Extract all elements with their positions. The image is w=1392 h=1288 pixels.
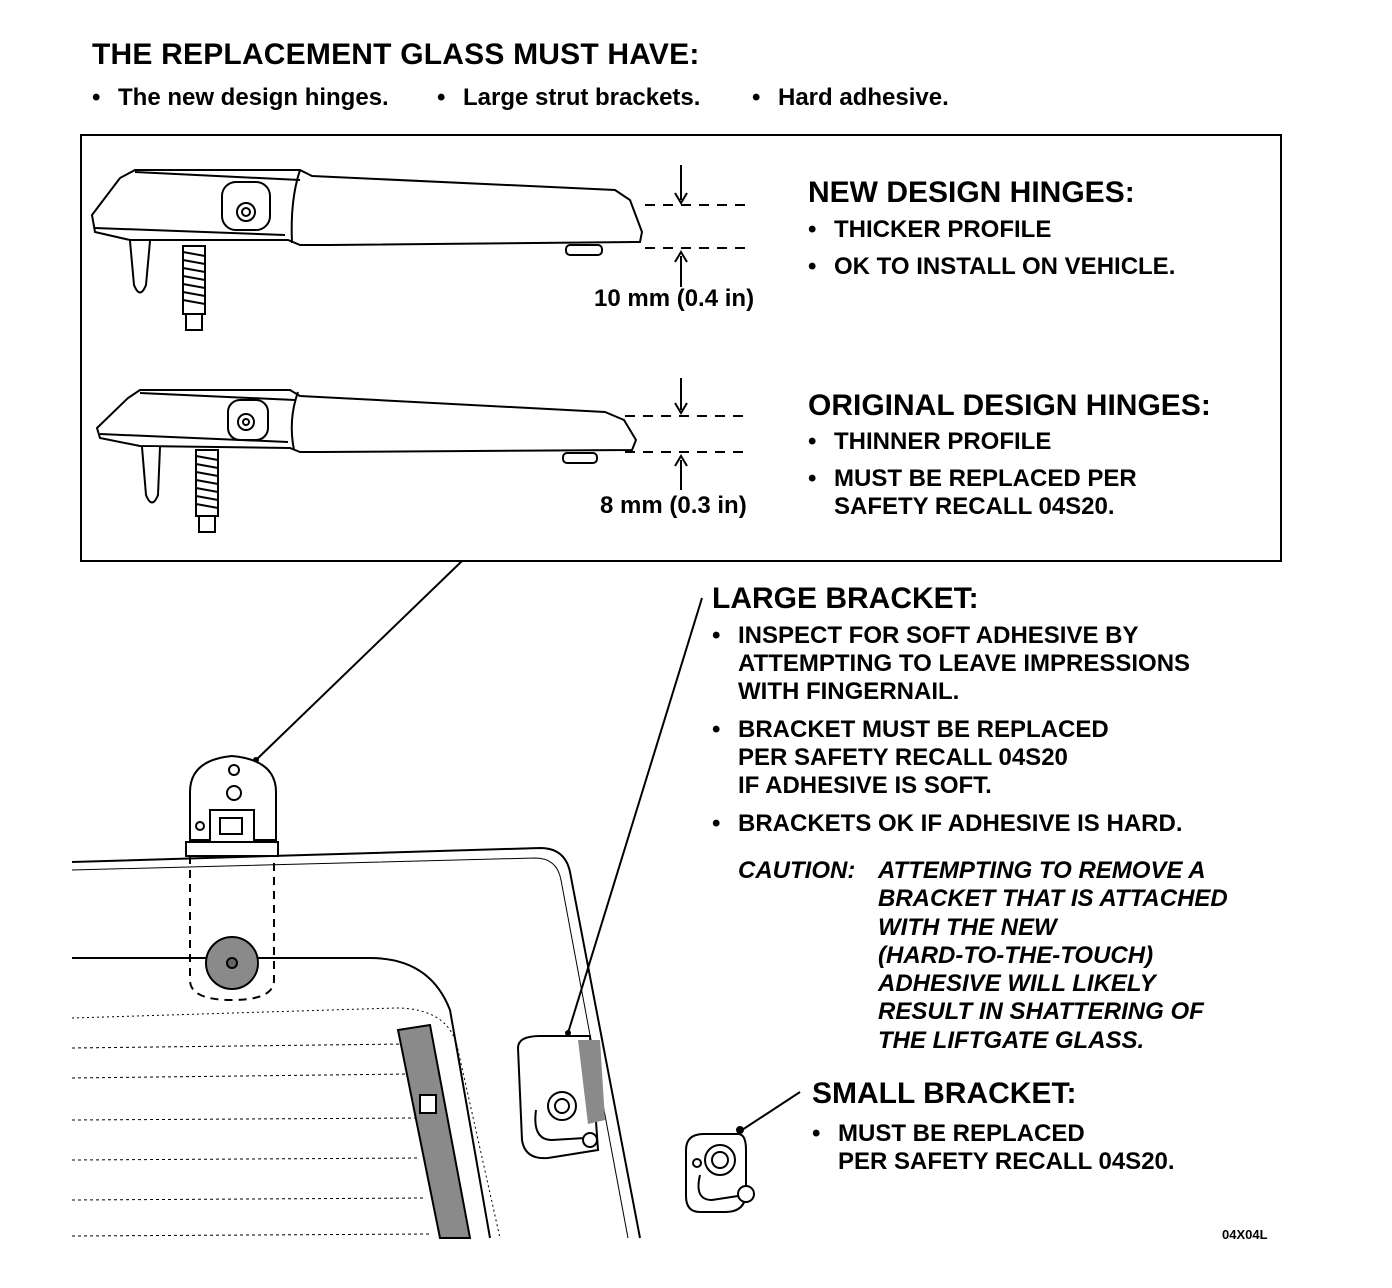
bullet-icon: • [808,253,817,280]
requirement-2-text: Large strut brackets. [463,84,701,111]
hinge-leader-line [255,560,463,761]
caution-line-6: RESULT IN SHATTERING OF [878,998,1204,1026]
large-bracket-item-1: • INSPECT FOR SOFT ADHESIVE BY ATTEMPTING… [712,622,1190,706]
large-bracket-item-1-line-3: WITH FINGERNAIL. [738,678,960,705]
caution-line-2: BRACKET THAT IS ATTACHED [878,885,1228,913]
new-hinges-item-1-text: THICKER PROFILE [834,216,1052,243]
bullet-icon: • [92,84,101,111]
requirement-1-text: The new design hinges. [118,84,389,111]
large-bracket-item-3: • BRACKETS OK IF ADHESIVE IS HARD. [712,810,1182,838]
small-bracket-title: SMALL BRACKET: [812,1077,1077,1110]
large-bracket-title: LARGE BRACKET: [712,582,979,615]
new-hinge-measurement: 10 mm (0.4 in) [594,285,755,312]
caution-line-1: ATTEMPTING TO REMOVE A [878,857,1206,884]
original-design-hinge-drawing [95,389,638,533]
large-bracket-leader-line [567,597,703,1034]
large-bracket-item-2-line-1: BRACKET MUST BE REPLACED [738,716,1109,743]
large-bracket-item-2-line-2: PER SAFETY RECALL 04S20 [738,744,1068,771]
bullet-icon: • [812,1120,821,1147]
caution-text: ATTEMPTING TO REMOVE A BRACKET THAT IS A… [878,857,1228,1055]
large-bracket-drawing [516,1035,605,1160]
requirement-1: • The new design hinges. [92,84,389,112]
bullet-icon: • [712,716,721,743]
original-hinges-title: ORIGINAL DESIGN HINGES: [808,389,1211,422]
small-bracket-drawing [685,1133,755,1213]
new-design-hinge-drawing [90,169,644,331]
caution-line-3: WITH THE NEW [878,913,1057,941]
large-bracket-item-1-line-2: ATTEMPTING TO LEAVE IMPRESSIONS [738,650,1191,677]
small-bracket-item-1-line-1: MUST BE REPLACED [838,1120,1085,1147]
bullet-icon: • [808,465,817,492]
large-bracket-item-2-line-3: IF ADHESIVE IS SOFT. [738,772,992,799]
large-bracket-item-3-line-1: BRACKETS OK IF ADHESIVE IS HARD. [738,810,1183,837]
original-hinges-item-2-line-2: SAFETY RECALL 04S20. [834,493,1115,520]
new-hinges-title: NEW DESIGN HINGES: [808,176,1135,209]
new-hinges-item-2: • OK TO INSTALL ON VEHICLE. [808,253,1175,281]
original-hinges-item-1-text: THINNER PROFILE [834,428,1052,455]
original-hinge-measurement: 8 mm (0.3 in) [600,492,747,519]
small-bracket-item-1-line-2: PER SAFETY RECALL 04S20. [838,1148,1175,1175]
new-hinges-item-2-text: OK TO INSTALL ON VEHICLE. [834,253,1176,280]
bullet-icon: • [808,428,817,455]
original-hinges-item-2-line-1: MUST BE REPLACED PER [834,465,1137,492]
requirement-3-text: Hard adhesive. [778,84,949,111]
bullet-icon: • [752,84,761,111]
new-hinge-dimension [645,165,745,287]
figure-id: 04X04L [1222,1227,1268,1242]
bullet-icon: • [808,216,817,243]
original-hinge-dimension [625,378,745,490]
page-title: THE REPLACEMENT GLASS MUST HAVE: [92,38,700,71]
caution-line-5: ADHESIVE WILL LIKELY [878,970,1156,998]
hinge-comparison-frame [80,134,1282,562]
requirement-2: • Large strut brackets. [437,84,700,112]
bullet-icon: • [712,622,721,649]
bullet-icon: • [437,84,446,111]
small-bracket-leader-line [741,1091,801,1131]
liftgate-hinge-drawing [185,754,279,1002]
requirement-3: • Hard adhesive. [752,84,949,112]
original-hinges-item-2: • MUST BE REPLACED PER SAFETY RECALL 04S2… [808,465,1137,521]
new-hinges-item-1: • THICKER PROFILE [808,216,1051,244]
small-bracket-item-1: • MUST BE REPLACED PER SAFETY RECALL 04S2… [812,1120,1175,1176]
caution-line-4: (HARD-TO-THE-TOUCH) [878,941,1154,969]
original-hinges-item-1: • THINNER PROFILE [808,428,1051,456]
caution-line-7: THE LIFTGATE GLASS. [878,1026,1145,1054]
liftgate-glass-drawing [71,846,641,1239]
large-bracket-item-1-line-1: INSPECT FOR SOFT ADHESIVE BY [738,622,1139,649]
bullet-icon: • [712,810,721,837]
caution-label: CAUTION: [738,857,856,884]
large-bracket-item-2: • BRACKET MUST BE REPLACED PER SAFETY REC… [712,716,1109,800]
